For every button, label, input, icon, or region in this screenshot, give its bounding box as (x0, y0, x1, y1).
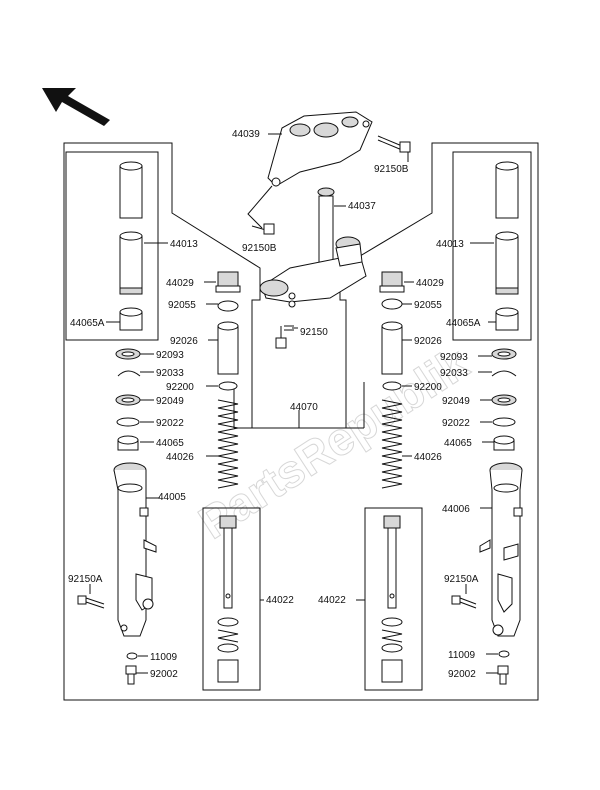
label-92026-right: 92026 (414, 336, 442, 347)
label-44026-left: 44026 (166, 452, 194, 463)
label-44029-left: 44029 (166, 278, 194, 289)
label-11009-left: 11009 (150, 652, 178, 663)
left-bushing-44065A (119, 307, 143, 331)
label-92026-left: 92026 (170, 336, 198, 347)
label-92150A-right: 92150A (444, 574, 479, 585)
right-drain-bolt-92002-icon (497, 665, 509, 685)
label-92093-right: 92093 (440, 352, 468, 363)
label-44065-right: 44065 (444, 438, 472, 449)
right-fork-tube-inset (452, 151, 532, 341)
label-44005: 44005 (158, 492, 186, 503)
label-44065-left: 44065 (156, 438, 184, 449)
label-92150B-mid: 92150B (242, 243, 277, 254)
left-outer-tube-44005 (113, 462, 157, 637)
right-spacer-92026 (381, 321, 403, 375)
left-spring-44026 (217, 399, 239, 489)
left-cap-bolt-44029 (215, 271, 241, 293)
right-oil-seal-92049 (491, 394, 517, 406)
left-oring-92055 (217, 300, 239, 312)
left-washer-11009 (126, 652, 138, 660)
left-oil-seal-92049 (115, 394, 141, 406)
label-11009-right: 11009 (448, 650, 476, 661)
label-92033-left: 92033 (156, 368, 184, 379)
left-bolt-92150A-icon (77, 595, 105, 609)
label-44065A-right: 44065A (446, 318, 481, 329)
left-fork-tube-inset (65, 151, 159, 341)
label-92200-left: 92200 (166, 382, 194, 393)
right-bolt-92150A-icon (451, 595, 477, 609)
label-44026-right: 44026 (414, 452, 442, 463)
right-washer-92200 (382, 381, 402, 391)
label-44070: 44070 (290, 402, 318, 413)
left-damper-rod-44022 (217, 515, 239, 683)
right-washer-92022 (492, 417, 516, 427)
left-spacer-92026 (217, 321, 239, 375)
right-bushing-44065A (495, 307, 519, 331)
label-92002-left: 92002 (150, 669, 178, 680)
right-washer-11009 (498, 650, 510, 658)
label-44039: 44039 (232, 129, 260, 140)
steering-stem-44037 (259, 187, 367, 308)
left-guide-bush-44065 (117, 435, 139, 451)
bolt-92150B-top-icon (377, 135, 411, 153)
label-44013-left: 44013 (170, 239, 198, 250)
upper-bracket-44039 (267, 111, 373, 187)
label-92033-right: 92033 (440, 368, 468, 379)
label-44013-right: 44013 (436, 239, 464, 250)
left-circlip-92033 (117, 370, 141, 377)
label-92022-left: 92022 (156, 418, 184, 429)
left-washer-92200 (218, 381, 238, 391)
label-92002-right: 92002 (448, 669, 476, 680)
label-44022-left: 44022 (266, 595, 294, 606)
right-guide-bush-44065 (493, 435, 515, 451)
label-92049-left: 92049 (156, 396, 184, 407)
label-44065A-left: 44065A (70, 318, 105, 329)
label-92049-right: 92049 (442, 396, 470, 407)
assembly-frame (63, 142, 539, 701)
right-damper-rod-44022 (381, 515, 403, 683)
left-washer-92022 (116, 417, 140, 427)
right-dust-seal-92093 (491, 348, 517, 360)
left-inner-tube-44013 (119, 161, 143, 295)
label-92200-right: 92200 (414, 382, 442, 393)
right-cap-bolt-44029 (379, 271, 405, 293)
label-92022-right: 92022 (442, 418, 470, 429)
label-92150: 92150 (300, 327, 328, 338)
left-drain-bolt-92002-icon (125, 665, 137, 685)
right-oring-92055 (381, 298, 403, 310)
right-spring-44026 (381, 399, 403, 489)
label-44022-right: 44022 (318, 595, 346, 606)
label-92055-right: 92055 (414, 300, 442, 311)
right-circlip-92033 (491, 370, 517, 377)
bolt-92150-icon (275, 325, 294, 349)
left-damper-box (202, 507, 261, 691)
label-44029-right: 44029 (416, 278, 444, 289)
front-arrow-icon (42, 88, 110, 126)
right-damper-box (364, 507, 423, 691)
right-outer-tube-44006 (479, 462, 523, 637)
right-inner-tube-44013 (495, 161, 519, 295)
label-44006: 44006 (442, 504, 470, 515)
bolt-92150B-mid-icon (251, 223, 275, 235)
left-dust-seal-92093 (115, 348, 141, 360)
label-44037: 44037 (348, 201, 376, 212)
label-92150B-top: 92150B (374, 164, 409, 175)
label-92093-left: 92093 (156, 350, 184, 361)
label-92150A-left: 92150A (68, 574, 103, 585)
label-92055-left: 92055 (168, 300, 196, 311)
